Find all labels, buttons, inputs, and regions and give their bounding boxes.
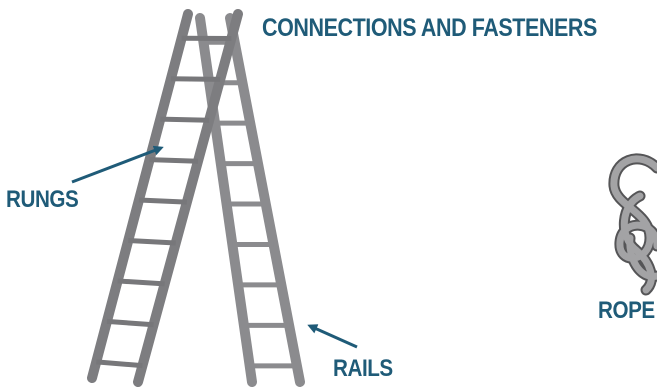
- back-rungs: [203, 39, 297, 369]
- front-rung-4: [149, 157, 199, 164]
- front-rail-left: [87, 9, 193, 383]
- rope-label: ROPE: [598, 297, 655, 324]
- front-rung-6: [128, 237, 176, 246]
- front-rung-8: [106, 318, 154, 328]
- rungs-label: RUNGS: [6, 186, 79, 213]
- front-rung-5: [138, 197, 187, 205]
- rails-pointer-arrow-icon: [307, 324, 358, 349]
- front-rung-9: [96, 359, 143, 369]
- back-ladder: [195, 13, 305, 387]
- rungs-pointer-arrow-icon: [71, 145, 164, 184]
- pointer-arrows: [71, 145, 358, 349]
- back-rail-right: [225, 13, 305, 387]
- front-rung-3: [160, 116, 210, 123]
- front-rung-2: [170, 76, 221, 82]
- rails-label: RAILS: [333, 355, 393, 382]
- front-rail-right: [133, 9, 243, 387]
- front-rung-7: [117, 278, 165, 287]
- ladder-icon: [87, 9, 305, 387]
- front-ladder: [87, 9, 243, 387]
- front-rungs: [96, 35, 232, 369]
- diagram-title: CONNECTIONS AND FASTENERS: [262, 14, 597, 42]
- rope-knot-icon: [608, 153, 657, 296]
